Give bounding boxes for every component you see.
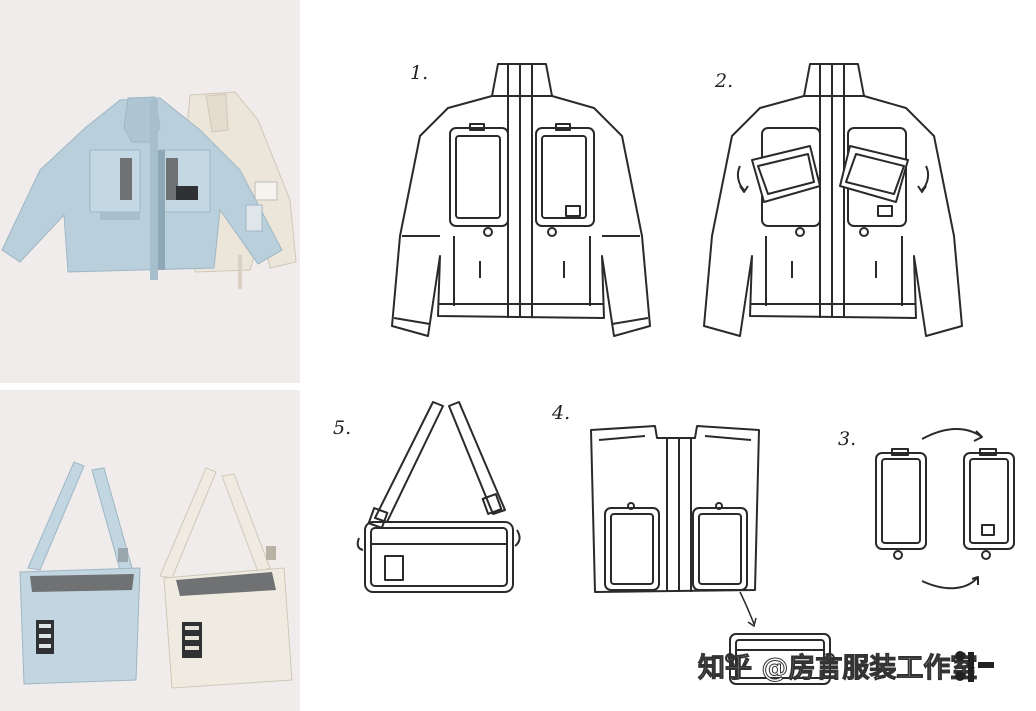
- step-5-label: 5.: [333, 417, 352, 439]
- jacket-photo-panel: [0, 0, 300, 383]
- jacket-diagram-step-2: [700, 56, 965, 346]
- fold-arrow: [736, 590, 766, 630]
- watermark-logo-icon: [950, 646, 998, 690]
- step-3-label: 3.: [838, 428, 857, 450]
- folded-bag-diagram: [722, 628, 837, 690]
- step-1-label: 1.: [410, 62, 429, 84]
- jacket-fold-diagram-step-4: [585, 420, 765, 600]
- step-2-label: 2.: [715, 70, 734, 92]
- pocket-rotate-diagram-step-3: [868, 425, 1028, 595]
- watermark-text: 知乎 @房言服装工作室: [697, 653, 978, 685]
- step-4-label: 4.: [552, 402, 571, 424]
- bag-photo-panel: [0, 390, 300, 711]
- cream-bag-photo: [159, 467, 293, 689]
- blue-jacket-photo: [1, 96, 283, 280]
- jacket-diagram-step-1: [388, 56, 653, 346]
- bag-diagram-step-5: [355, 398, 525, 603]
- blue-bag-photo: [19, 461, 141, 685]
